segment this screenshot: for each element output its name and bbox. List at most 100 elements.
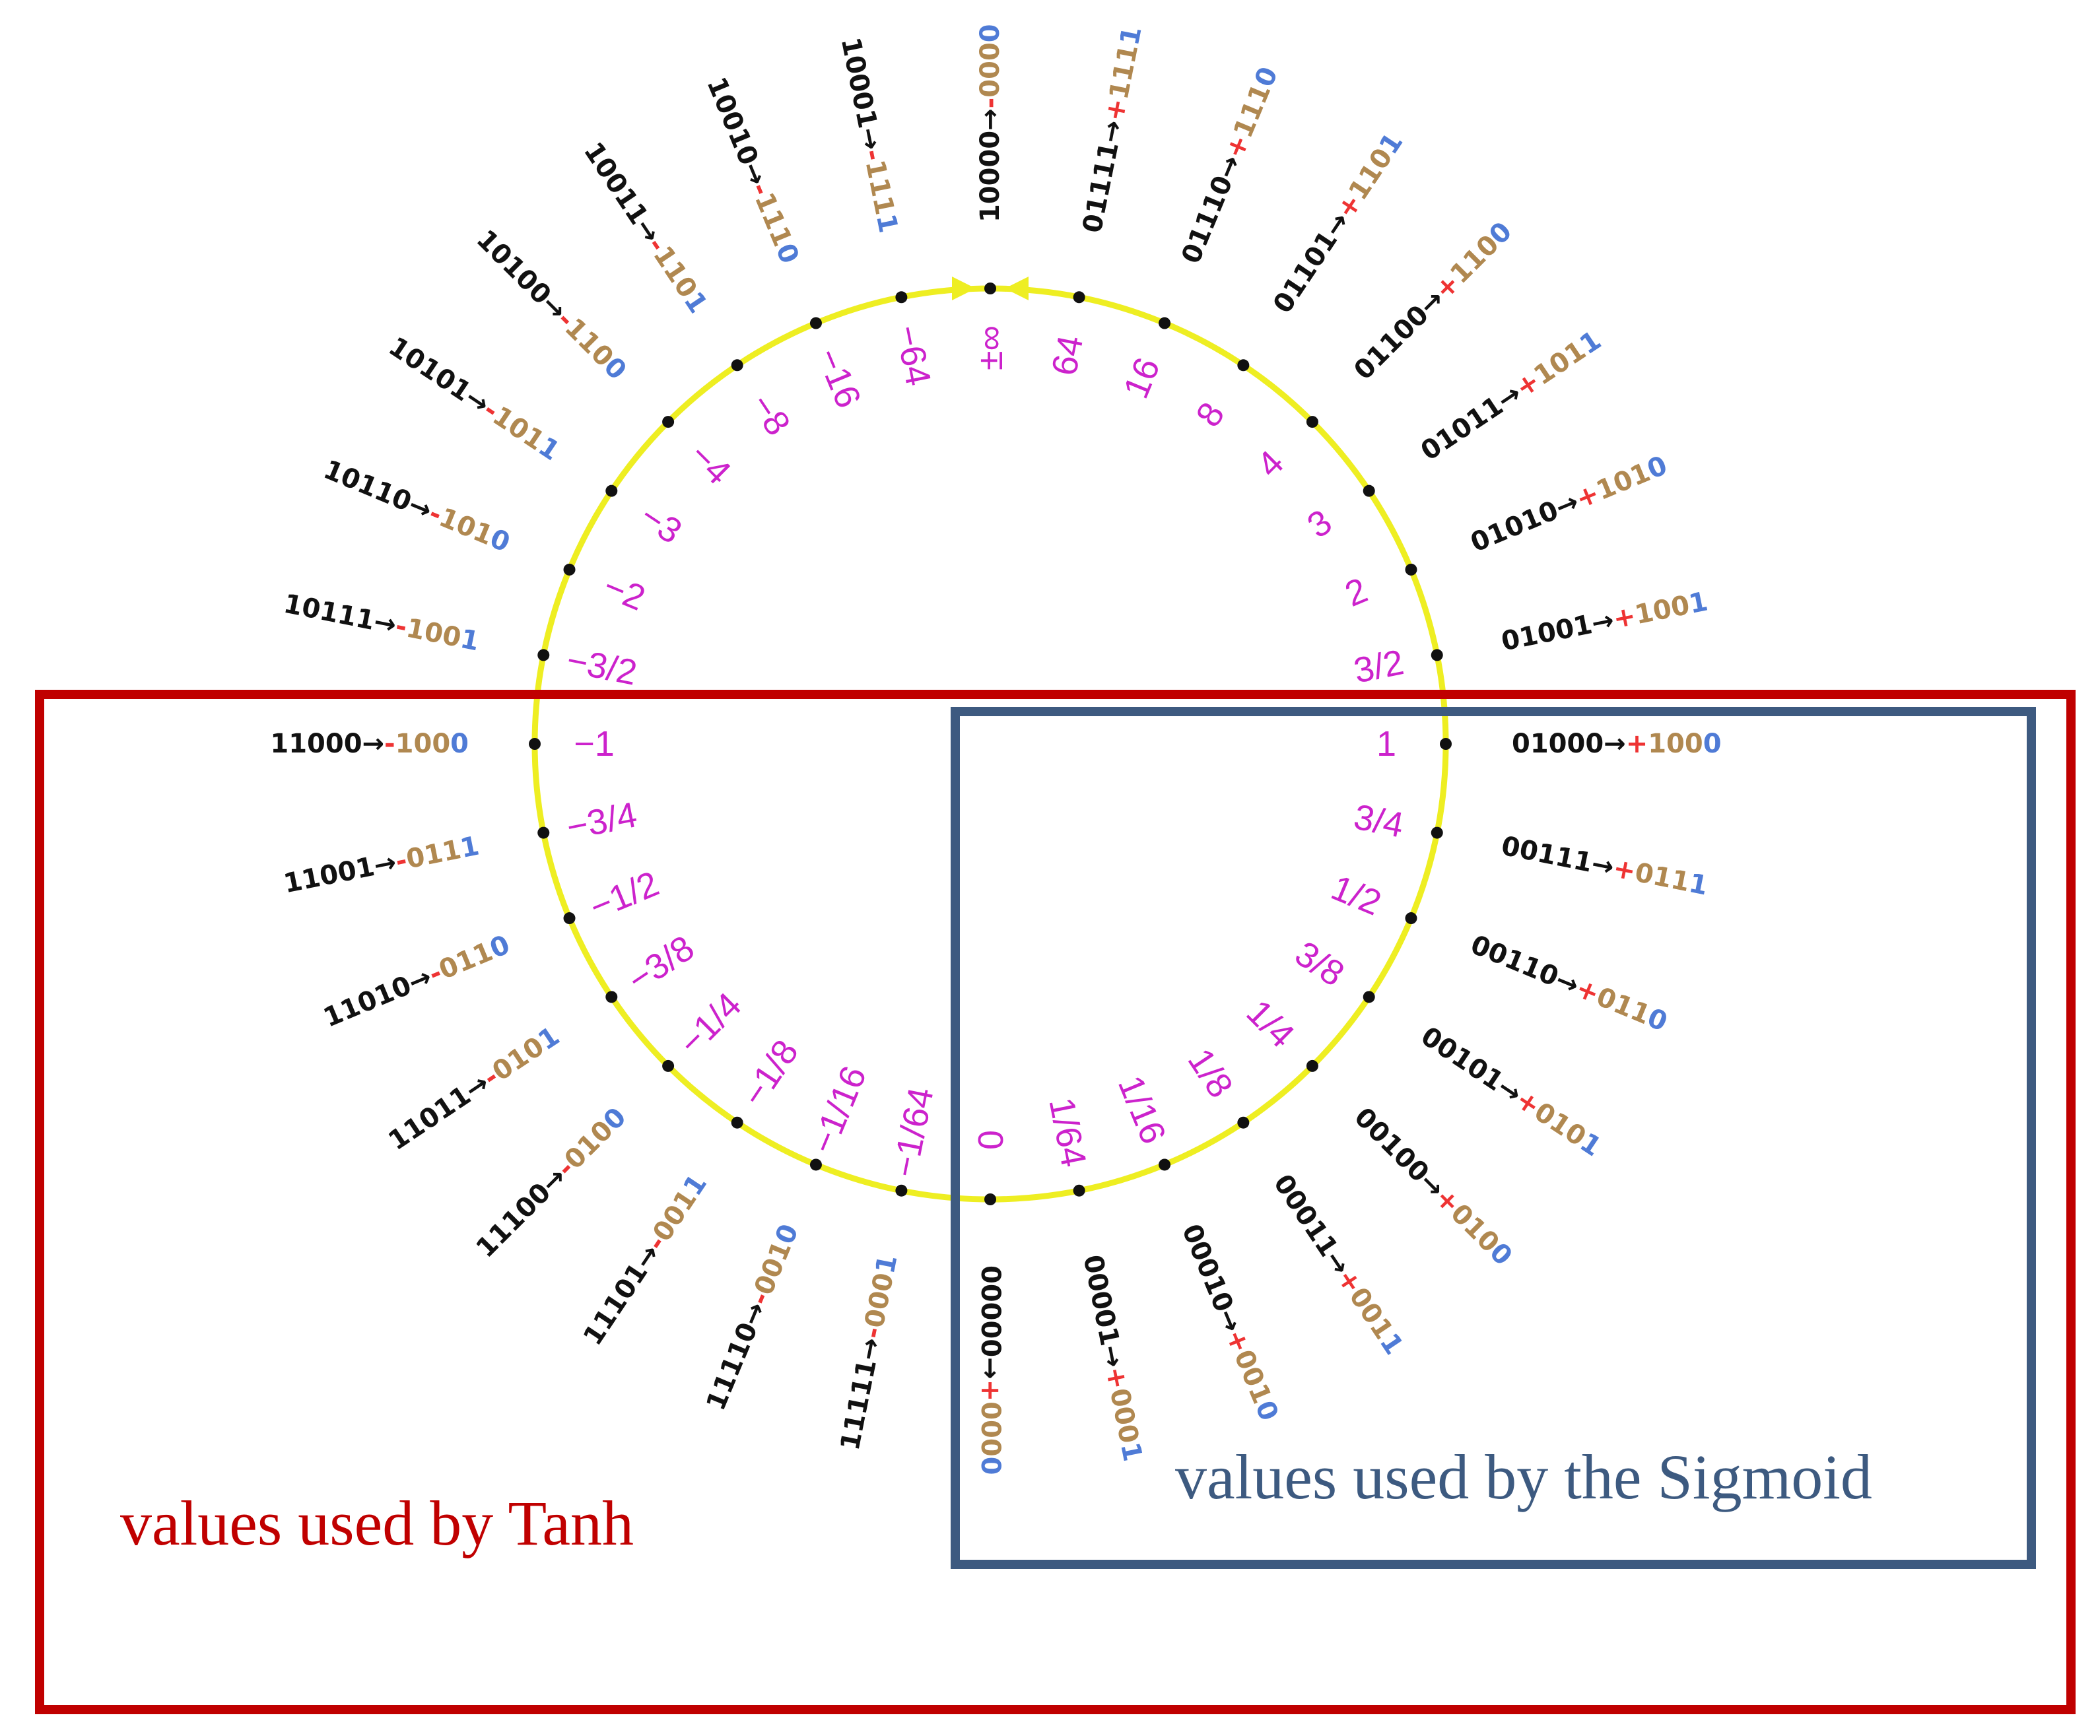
ring-value-label: −3/4	[563, 795, 640, 848]
ring-code-label: 10101→-1011	[383, 331, 565, 467]
posit-ring	[529, 277, 1452, 1205]
ring-dot	[731, 1116, 743, 1129]
ring-dot	[1073, 1184, 1085, 1197]
sigmoid-region-box	[951, 707, 2036, 1569]
ring-dot	[1431, 649, 1443, 661]
ring-dot	[1237, 1116, 1250, 1129]
ring-code-label: 11100→-0100	[471, 1102, 632, 1263]
ring-dot	[605, 484, 618, 497]
tanh-caption: values used by Tanh	[120, 1488, 634, 1558]
ring-value-label: −3	[633, 496, 689, 552]
ring-arrowhead	[1005, 277, 1029, 300]
ring-dot	[1159, 1158, 1171, 1171]
ring-dot	[1306, 416, 1318, 428]
ring-dot	[1405, 563, 1417, 576]
ring-code-label: 10010→-1110	[700, 73, 805, 268]
ring-value-label: −1/4	[671, 985, 749, 1063]
ring-value-label: 3/2	[1351, 642, 1407, 690]
ring-value-label: −1/8	[734, 1033, 806, 1114]
ring-code-label: 01001→+1001	[1499, 586, 1710, 657]
ring-code-label: 01011→+1011	[1415, 325, 1607, 467]
ring-dot	[605, 991, 618, 1003]
ring-dot	[529, 738, 541, 750]
ring-value-label: −2	[598, 566, 651, 618]
ring-value-label: 8	[1188, 395, 1233, 434]
ring-code-label: 10011→-1101	[578, 137, 713, 319]
tanh-region-box	[35, 690, 2076, 1714]
ring-value-label: −4	[682, 436, 739, 492]
ring-value-label: 1/4	[1239, 993, 1303, 1056]
ring-code-label: 00100→+0100	[1348, 1102, 1518, 1271]
ring-dot	[1363, 484, 1375, 497]
ring-code-label: 00000→+0000	[975, 1265, 1005, 1475]
ring-value-label: 2	[1339, 570, 1373, 615]
ring-dot	[1237, 359, 1250, 372]
ring-value-label: −64	[888, 322, 939, 389]
ring-code-label: 10111→-1001	[281, 589, 482, 657]
ring-value-label: −1/2	[584, 863, 664, 927]
ring-dot	[809, 1158, 822, 1171]
ring-code-label: 11010→-0110	[320, 929, 514, 1034]
ring-value-label: 16	[1116, 352, 1167, 403]
ring-code-label: 11101→-0011	[578, 1169, 713, 1351]
ring-value-label: 1/16	[1110, 1070, 1174, 1149]
ring-dot	[731, 359, 743, 372]
ring-code-label: 01100→+1100	[1348, 217, 1518, 386]
ring-code-label: 01110→+1110	[1176, 63, 1284, 268]
ring-dot	[1405, 912, 1417, 925]
ring-value-label: −8	[743, 387, 798, 443]
ring-value-label: −3/2	[563, 640, 640, 693]
ring-dot	[1159, 317, 1171, 329]
ring-dot	[895, 291, 908, 304]
ring-code-label: 10110→-1010	[320, 454, 514, 558]
ring-value-label: ±∞	[970, 325, 1010, 370]
ring-dot	[895, 1184, 908, 1197]
ring-code-label: 11110→-0010	[700, 1220, 805, 1415]
ring-code-label: 00101→+0101	[1415, 1021, 1607, 1163]
ring-code-label: 00110→+0110	[1466, 929, 1672, 1038]
ring-code-label: 10001→-1111	[835, 35, 904, 236]
ring-dot	[563, 563, 576, 576]
ring-code-label: 10100→-1100	[471, 224, 632, 386]
ring-value-label: 4	[1249, 443, 1291, 485]
ring-dot	[537, 649, 550, 661]
ring-value-label: −16	[809, 343, 868, 414]
ring-value-label: 1/64	[1041, 1094, 1093, 1170]
ring-arrowhead	[952, 277, 976, 300]
ring-code-label: 01101→+1101	[1268, 127, 1409, 319]
ring-code-label: 01000→+1000	[1512, 729, 1722, 759]
ring-dot	[809, 317, 822, 329]
ring-value-label: 3	[1301, 502, 1339, 546]
ring-dot	[1073, 291, 1085, 304]
ring-code-label: 00011→+0011	[1268, 1169, 1409, 1360]
ring-value-label: 3/4	[1351, 797, 1407, 845]
ring-dot	[984, 1193, 996, 1205]
ring-code-label: 11111→-0001	[835, 1252, 904, 1453]
ring-code-label: 10000→-0000	[975, 24, 1005, 222]
ring-dot	[537, 826, 550, 839]
ring-code-label: 01111→+1111	[1077, 24, 1148, 235]
ring-value-label: −1/64	[885, 1085, 941, 1181]
ring-value-label: −1/16	[803, 1061, 875, 1159]
ring-dot	[563, 912, 576, 925]
ring-dot	[1431, 826, 1443, 839]
ring-dot	[1363, 991, 1375, 1003]
ring-value-label: 0	[970, 1130, 1010, 1150]
ring-code-label: 00010→+0010	[1176, 1220, 1284, 1425]
sigmoid-caption: values used by the Sigmoid	[1175, 1442, 1872, 1512]
ring-labels: ±∞ 10000→-0000 64 01111→+1111 16 01110→+1110 8…	[270, 24, 1721, 1475]
ring-code-label: 00001→+0001	[1077, 1252, 1148, 1463]
ring-value-label: 1/2	[1326, 868, 1386, 923]
ring-dot	[984, 283, 996, 294]
ring-value-label: −1	[574, 724, 615, 764]
ring-value-label: 64	[1044, 332, 1091, 379]
ring-value-label: 1	[1376, 724, 1396, 764]
ring-code-label: 00111→+0111	[1499, 831, 1710, 902]
ring-value-label: 3/8	[1288, 934, 1351, 995]
ring-code-label: 11001→-0111	[281, 831, 482, 900]
ring-value-label: 1/8	[1180, 1042, 1241, 1105]
ring-value-label: −3/8	[621, 928, 701, 1000]
ring-dot	[662, 1059, 675, 1072]
ring-code-label: 11000→-1000	[270, 729, 469, 759]
